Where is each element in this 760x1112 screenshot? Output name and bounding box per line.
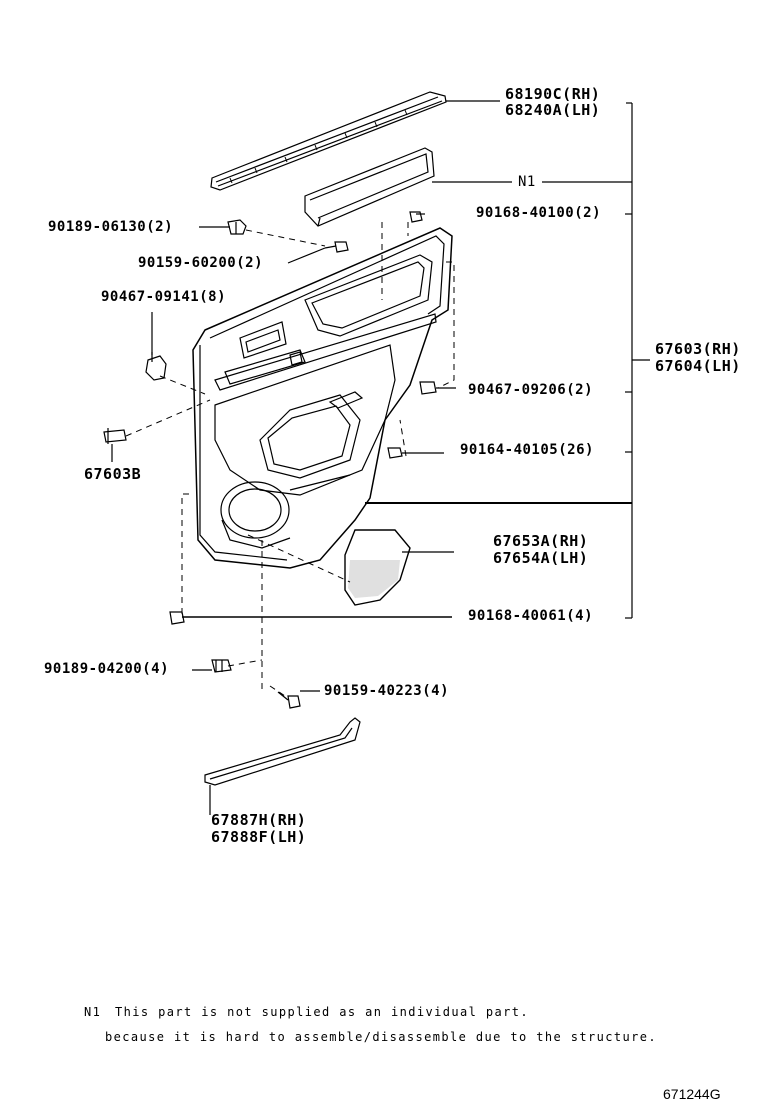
label-68190c: 68190C(RH)	[505, 85, 601, 103]
dashed-guides	[125, 222, 455, 699]
label-90467-09141: 90467-09141(8)	[101, 289, 227, 305]
label-67887h: 67887H(RH)	[211, 811, 307, 829]
lower-moulding-part	[204, 717, 361, 786]
label-90159-40223: 90159-40223(4)	[324, 683, 450, 699]
screw-90159-40223	[277, 691, 301, 709]
clip-90189-06130	[227, 219, 247, 235]
leader-lines	[111, 100, 650, 815]
label-90168-40061: 90168-40061(4)	[468, 608, 594, 624]
screw-90159-60200	[324, 241, 349, 253]
clip-90164-40105	[387, 447, 403, 459]
label-90164-40105: 90164-40105(26)	[460, 442, 594, 458]
screw-90168-40061	[169, 611, 185, 625]
clip-90467-09141	[145, 352, 167, 381]
label-90168-40100: 90168-40100(2)	[476, 205, 602, 221]
label-67603b: 67603B	[84, 465, 142, 483]
speaker-cover-part	[344, 529, 411, 606]
note-line-1: This part is not supplied as an individu…	[115, 1005, 529, 1019]
label-90467-09206: 90467-09206(2)	[468, 382, 594, 398]
label-90189-04200: 90189-04200(4)	[44, 661, 170, 677]
label-90159-60200: 90159-60200(2)	[138, 255, 264, 271]
label-67888f: 67888F(LH)	[211, 828, 307, 846]
figure-id: 671244G	[663, 1086, 721, 1102]
label-67653a: 67653A(RH)	[493, 532, 589, 550]
clip-67603b	[103, 428, 127, 444]
label-67603: 67603(RH)	[655, 340, 741, 358]
label-90189-06130: 90189-06130(2)	[48, 219, 174, 235]
door-trim-board	[192, 227, 453, 569]
armrest-upper-part	[304, 147, 435, 227]
belt-moulding-part	[210, 91, 447, 191]
note-line-2: because it is hard to assemble/disassemb…	[105, 1030, 657, 1044]
screw-90168-40100	[409, 211, 425, 223]
label-67604: 67604(LH)	[655, 357, 741, 375]
label-67654a: 67654A(LH)	[493, 549, 589, 567]
clip-90467-09206	[419, 381, 437, 395]
note-marker: N1	[84, 1005, 102, 1019]
label-68240a: 68240A(LH)	[505, 101, 601, 119]
label-n1: N1	[518, 174, 536, 190]
nut-90189-04200	[211, 659, 232, 673]
